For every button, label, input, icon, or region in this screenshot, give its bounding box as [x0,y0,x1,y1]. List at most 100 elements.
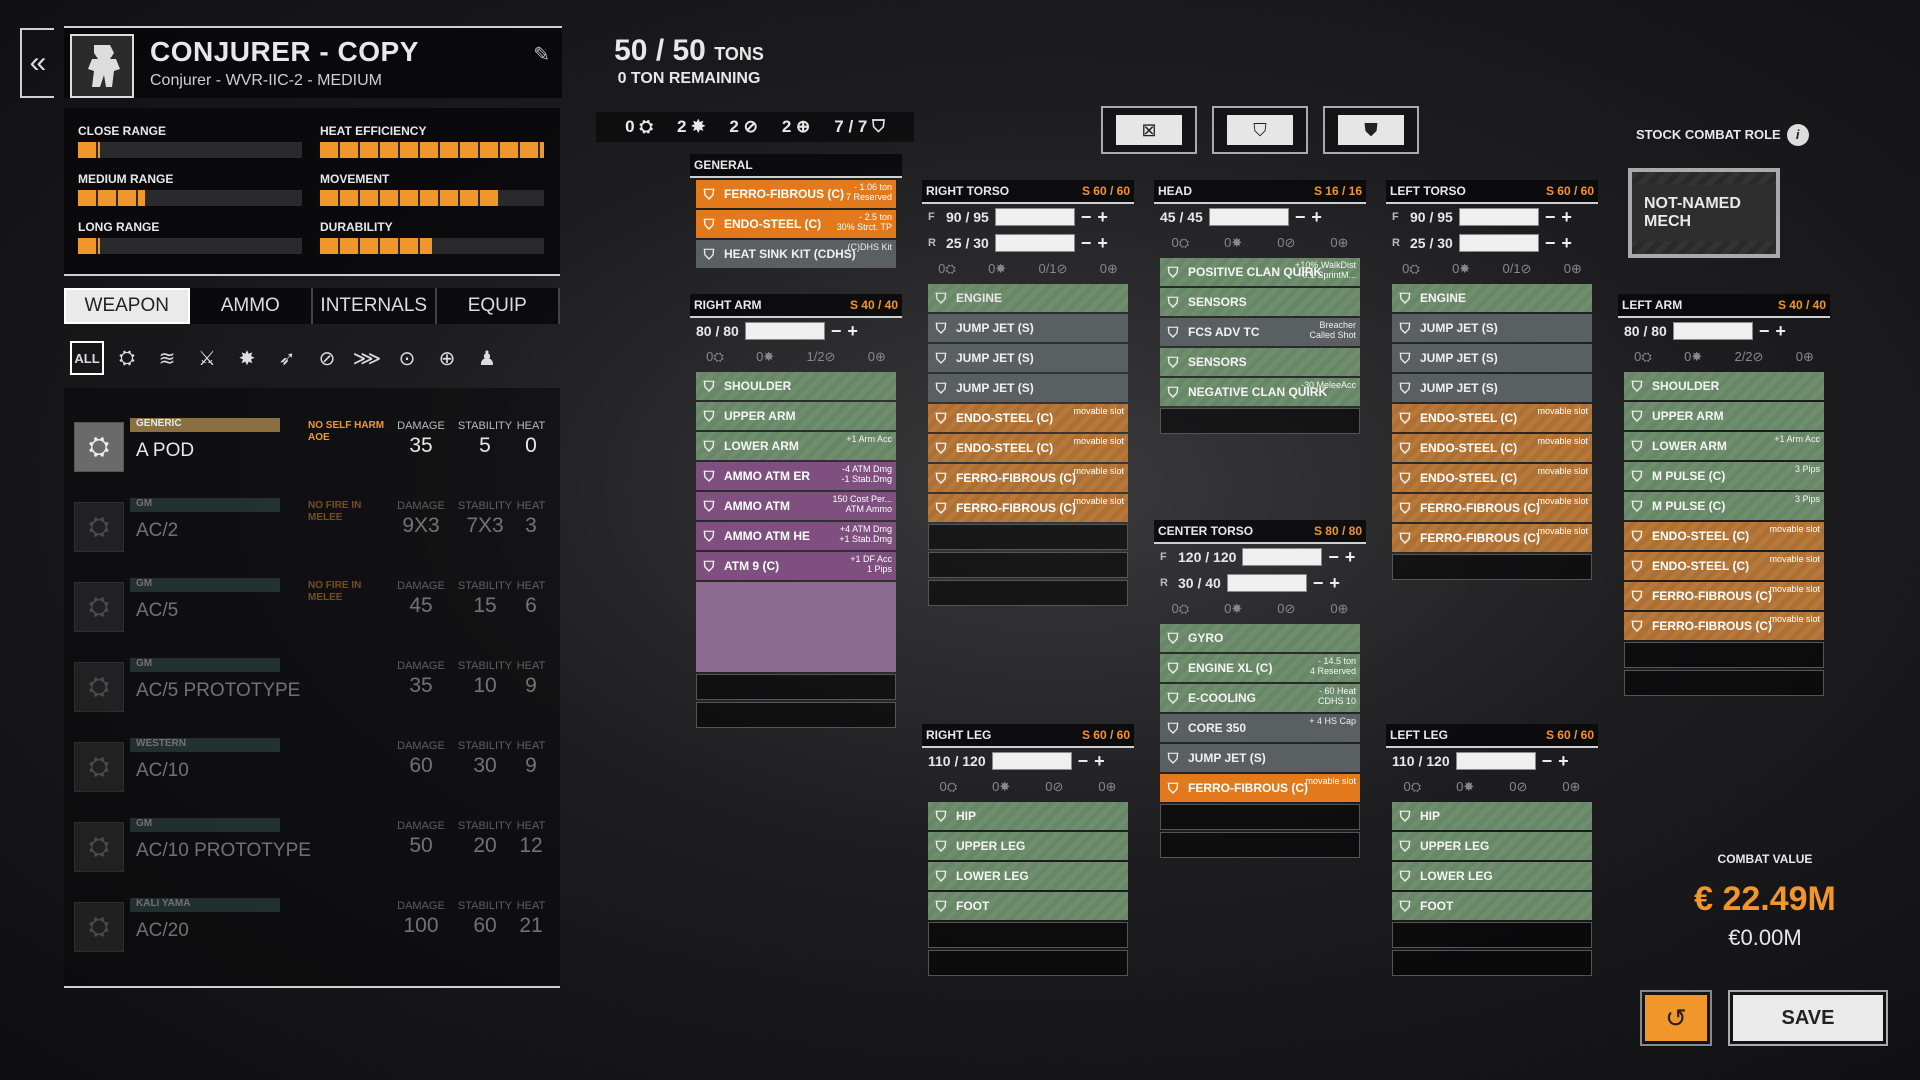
slot-item[interactable]: ⛉ ENGINE [1392,284,1592,312]
tab-ammo[interactable]: AMMO [189,288,313,324]
slot-item[interactable]: ⛉ FERRO-FIBROUS (C) movable slot [928,494,1128,522]
slot-item[interactable]: ⛉ CORE 350 + 4 HS Cap [1160,714,1360,742]
slot-item[interactable]: ⛉ ENDO-STEEL (C) movable slot [1392,464,1592,492]
armor-bar[interactable] [991,752,1072,770]
slot-item[interactable]: ⛉ FERRO-FIBROUS (C) movable slot [1160,774,1360,802]
armor-decrease-button[interactable]: − [1077,750,1089,771]
energy-filter-icon[interactable]: ≋ [158,347,176,370]
slot-item[interactable]: ⛉ ENDO-STEEL (C) movable slot [1624,522,1824,550]
empty-slot[interactable] [1624,642,1824,668]
armor-decrease-button[interactable]: − [1544,206,1556,227]
antipersonnel-filter-icon[interactable]: ⊕ [438,347,456,370]
armor-decrease-button[interactable]: − [1328,546,1339,567]
lrm-filter-icon[interactable]: ⋙ [352,347,382,370]
slot-item[interactable]: ⛉ JUMP JET (S) [1392,374,1592,402]
slot-item[interactable]: ⛉ HIP [1392,802,1592,830]
armor-decrease-button[interactable]: − [1312,572,1324,593]
slot-item[interactable]: ⛉ JUMP JET (S) [928,374,1128,402]
slot-item[interactable]: ⛉ ENDO-STEEL (C) movable slot [928,404,1128,432]
slot-item[interactable]: ⛉ UPPER LEG [1392,832,1592,860]
laser-filter-icon[interactable]: ✸ [238,347,256,370]
armor-increase-button[interactable]: + [1311,206,1322,227]
slot-item[interactable]: ⛉ LOWER ARM +1 Arm Acc [1624,432,1824,460]
slot-item[interactable]: ⛉ LOWER LEG [928,862,1128,890]
slot-item[interactable]: ⛉ M PULSE (C) 3 Pips [1624,462,1824,490]
slot-item[interactable]: ⛉ ENGINE XL (C) - 14.5 ton 4 Reserved [1160,654,1360,682]
slot-item[interactable]: ⛉ FERRO-FIBROUS (C) movable slot [1392,494,1592,522]
filter-all[interactable]: ALL [70,341,104,375]
empty-slot[interactable] [1160,804,1360,830]
armor-decrease-button[interactable]: − [830,320,842,341]
slot-item[interactable]: ⛉ SENSORS [1160,288,1360,316]
edit-name-icon[interactable]: ✎ [533,44,550,66]
slot-item[interactable]: ⛉ JUMP JET (S) [1392,314,1592,342]
slot-item[interactable]: ⛉ FERRO-FIBROUS (C) movable slot [1624,612,1824,640]
armor-increase-button[interactable]: + [847,320,858,341]
view-button-paint[interactable]: ⊠ [1101,106,1197,154]
support-filter-icon[interactable]: ⊙ [398,347,416,370]
empty-slot[interactable] [928,580,1128,606]
slot-item[interactable]: ⛉ LOWER LEG [1392,862,1592,890]
armor-decrease-button[interactable]: − [1080,206,1092,227]
slot-item[interactable]: ⛉ FOOT [1392,892,1592,920]
armor-increase-button[interactable]: + [1329,572,1340,593]
slot-item[interactable]: ⛉ JUMP JET (S) [928,314,1128,342]
slot-item[interactable]: ⛉ FERRO-FIBROUS (C) movable slot [928,464,1128,492]
slot-item[interactable]: ⛉ POSITIVE CLAN QUIRK +10% WalkDist +0.1… [1160,258,1360,286]
armor-decrease-button[interactable]: − [1294,206,1306,227]
slot-item[interactable]: ⛉ UPPER LEG [928,832,1128,860]
slot-item[interactable]: ⛉ ENDO-STEEL (C) movable slot [1624,552,1824,580]
slot-item[interactable]: ⛉ JUMP JET (S) [1160,744,1360,772]
armor-bar[interactable] [1458,234,1539,252]
slot-item[interactable]: ⛉ M PULSE (C) 3 Pips [1624,492,1824,520]
slot-item[interactable]: ⛉ ENGINE [928,284,1128,312]
armor-bar[interactable] [1242,548,1323,566]
empty-slot[interactable] [1160,408,1360,434]
armor-increase-button[interactable]: + [1561,232,1572,253]
slot-item[interactable]: ⛉ ATM 9 (C) +1 DF Acc 1 Pips [696,552,896,580]
empty-slot[interactable] [1392,554,1592,580]
slot-item[interactable]: ⛉ UPPER ARM [1624,402,1824,430]
slot-item[interactable]: ⛉ SHOULDER [696,372,896,400]
slot-item[interactable]: ⛉ ENDO-STEEL (C) movable slot [1392,404,1592,432]
melee-filter-icon[interactable]: ⚔ [198,347,216,370]
slot-item[interactable]: ⛉ FOOT [928,892,1128,920]
save-button[interactable]: SAVE [1728,990,1888,1046]
armor-bar[interactable] [994,234,1075,252]
info-icon[interactable]: i [1786,124,1809,146]
slot-item[interactable]: ⛉ JUMP JET (S) [928,344,1128,372]
slot-item[interactable]: ⛉ FERRO-FIBROUS (C) - 1.06 ton 7 Reserve… [696,180,896,208]
ballistic-filter-icon[interactable]: ⛭ [119,346,135,369]
slot-item[interactable]: ⛉ HIP [928,802,1128,830]
armor-bar[interactable] [994,208,1075,226]
back-button[interactable]: « [20,28,54,98]
slot-item[interactable]: ⛉ ENDO-STEEL (C) movable slot [1392,434,1592,462]
empty-slot[interactable] [1392,922,1592,948]
slot-item[interactable]: ⛉ ENDO-STEEL (C) - 2.5 ton 30% Strct. TP [696,210,896,238]
slot-item[interactable]: ⛉ UPPER ARM [696,402,896,430]
missile-filter-icon[interactable]: ➶ [278,347,296,370]
slot-item[interactable]: ⛉ HEAT SINK KIT (CDHS) (C)DHS Kit [696,240,896,268]
flamer-filter-icon[interactable]: ⊘ [318,347,336,370]
empty-slot[interactable] [1392,950,1592,976]
slot-item[interactable]: ⛉ JUMP JET (S) [1392,344,1592,372]
empty-slot[interactable] [696,702,896,728]
tab-equip[interactable]: EQUIP [436,288,560,324]
slot-item[interactable]: ⛉ E-COOLING - 60 Heat CDHS 10 [1160,684,1360,712]
slot-item[interactable]: ⛉ FCS ADV TC Breacher Called Shot [1160,318,1360,346]
tab-internals[interactable]: INTERNALS [313,288,437,324]
armor-increase-button[interactable]: + [1097,206,1108,227]
slot-item[interactable]: ⛉ FERRO-FIBROUS (C) movable slot [1624,582,1824,610]
slot-item[interactable]: ⛉ FERRO-FIBROUS (C) movable slot [1392,524,1592,552]
armor-bar[interactable] [1672,322,1753,340]
armor-increase-button[interactable]: + [1775,320,1786,341]
special-filter-icon[interactable]: ♟ [478,347,496,370]
armor-bar[interactable] [1226,574,1307,592]
armor-increase-button[interactable]: + [1094,750,1105,771]
armor-increase-button[interactable]: + [1558,750,1569,771]
empty-slot[interactable] [928,524,1128,550]
